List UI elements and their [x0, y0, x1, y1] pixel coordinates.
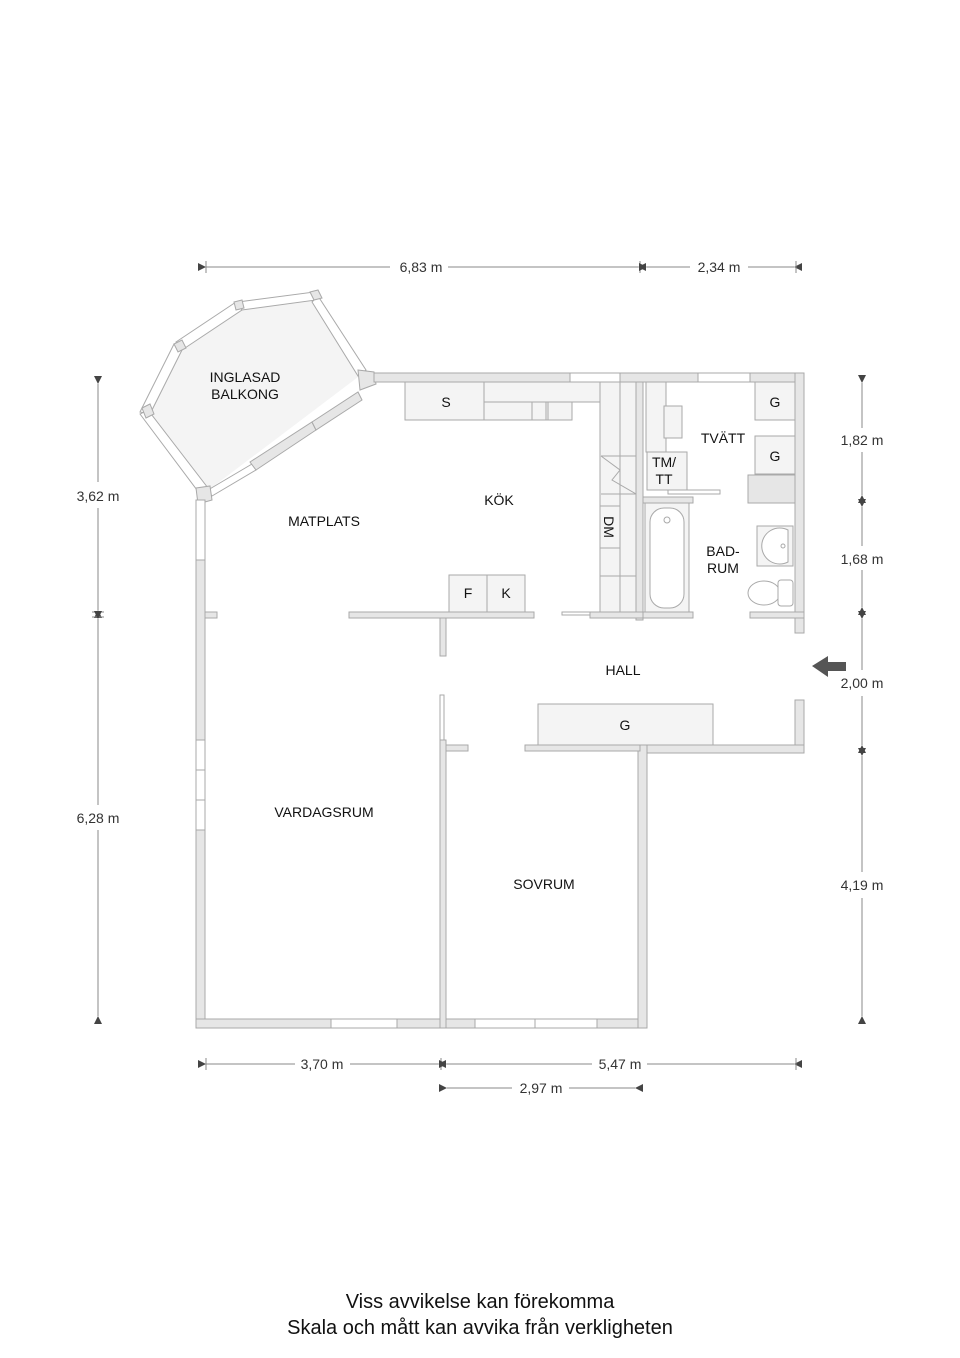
room-label-dining: MATPLATS [288, 513, 360, 529]
room-label-living: VARDAGSRUM [274, 804, 373, 820]
laundry-fixtures: TM/ TT G G [645, 381, 796, 491]
glazed-balcony: INGLASAD BALKONG [139, 289, 377, 505]
fixture-label-wardrobe-2: G [770, 448, 781, 464]
dimension-lines: 6,83 m 2,34 m 3,62 m 6,28 m 1,82 m 1,68 … [77, 259, 884, 1096]
room-label-bathroom: BAD- [706, 543, 740, 559]
dimension-right-1: 1,82 m [841, 432, 884, 448]
fixture-label-dishwasher: DM [601, 516, 617, 538]
fixture-label-washer: TM/ [652, 454, 676, 470]
exterior-walls [195, 372, 805, 1029]
room-label-bedroom: SOVRUM [513, 876, 574, 892]
dimension-bottom-inner: 2,97 m [520, 1080, 563, 1096]
room-label-kitchen: KÖK [484, 491, 514, 508]
room-label-bathroom-2: RUM [707, 560, 739, 576]
fixture-label-wardrobe-hall: G [620, 717, 631, 733]
dimension-right-4: 4,19 m [841, 877, 884, 893]
arrow-left-icon [812, 656, 846, 677]
kitchen-counters: S F K DM [404, 381, 637, 613]
dimension-top-left: 6,83 m [400, 259, 443, 275]
fixture-label-freezer: K [501, 585, 511, 601]
hall-wardrobe: G [537, 703, 714, 746]
interior-walls [204, 381, 805, 1029]
dimension-bottom-right: 5,47 m [599, 1056, 642, 1072]
disclaimer-line-1: Viss avvikelse kan förekomma [345, 1291, 615, 1313]
disclaimer-line-2: Skala och mått kan avvika från verklighe… [287, 1317, 673, 1339]
fixture-label-dryer: TT [655, 471, 673, 487]
room-label-hall: HALL [605, 662, 640, 678]
dimension-right-2: 1,68 m [841, 551, 884, 567]
dimension-right-3: 2,00 m [841, 675, 884, 691]
room-label-balcony-2: BALKONG [211, 386, 279, 402]
fixture-label-wardrobe-1: G [770, 394, 781, 410]
dimension-left-lower: 6,28 m [77, 810, 120, 826]
room-label-balcony: INGLASAD [210, 369, 281, 385]
dimension-bottom-left: 3,70 m [301, 1056, 344, 1072]
room-labels: MATPLATS KÖK TVÄTT BAD- RUM HALL VARDAGS… [274, 430, 745, 892]
dimension-top-right: 2,34 m [698, 259, 741, 275]
fixture-label-stove: S [441, 394, 450, 410]
room-label-laundry: TVÄTT [701, 430, 746, 446]
bathroom-fixtures [644, 502, 794, 613]
fixture-label-fridge: F [464, 585, 473, 601]
dimension-left-upper: 3,62 m [77, 488, 120, 504]
